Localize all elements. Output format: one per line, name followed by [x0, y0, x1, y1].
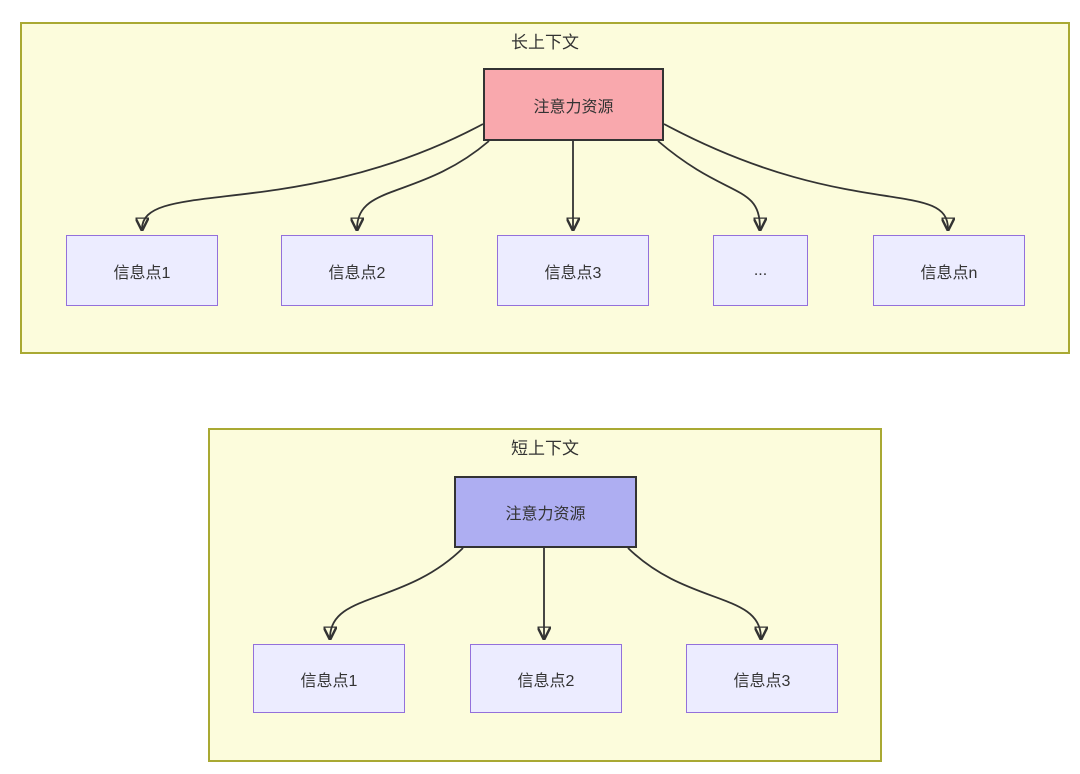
node-info-point-2-short: 信息点2 — [470, 644, 622, 713]
node-info-point-n-long: 信息点n — [873, 235, 1025, 306]
node-info-point-3-long: 信息点3 — [497, 235, 649, 306]
short-context-title: 短上下文 — [511, 439, 579, 458]
node-info-point-3-short: 信息点3 — [686, 644, 838, 713]
node-info-point-2-long: 信息点2 — [281, 235, 433, 306]
node-attention-resource-long: 注意力资源 — [483, 68, 664, 141]
node-info-point-1-short: 信息点1 — [253, 644, 405, 713]
node-attention-resource-short: 注意力资源 — [454, 476, 637, 548]
node-info-point-1-long: 信息点1 — [66, 235, 218, 306]
long-context-title: 长上下文 — [511, 33, 579, 52]
node-info-point-ellipsis-long: ... — [713, 235, 808, 306]
